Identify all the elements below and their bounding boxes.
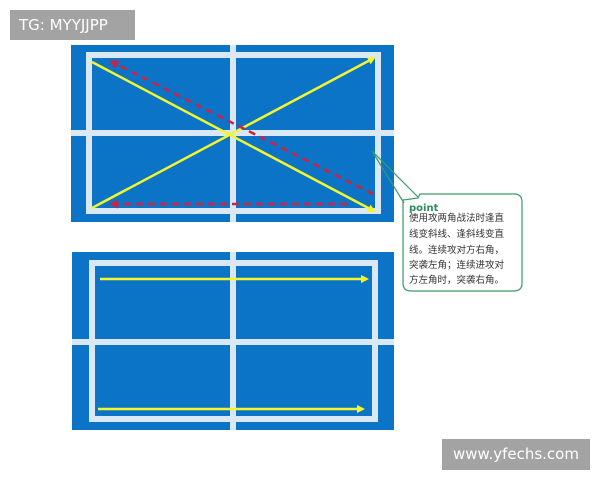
callout-line-5: 方左角时，突袭右角。 bbox=[409, 274, 504, 286]
watermark-top-left: TG: MYYJJPP bbox=[10, 10, 135, 40]
watermark-bottom-right: www.yfechs.com bbox=[442, 439, 590, 470]
callout-line-3: 线。连续攻对方右角， bbox=[409, 244, 504, 256]
callout-line-1: 使用攻两角战法时逢直 bbox=[409, 212, 505, 224]
callout-title: point bbox=[409, 203, 439, 214]
court-top bbox=[71, 45, 394, 222]
attack-diagonal-arrow-2 bbox=[91, 56, 376, 210]
callout-box bbox=[402, 193, 523, 292]
callout-pointer bbox=[371, 150, 419, 204]
counter-diagonal-arrow bbox=[109, 60, 374, 196]
callout-line-2: 线变斜线、逢斜线变直 bbox=[409, 228, 505, 240]
callout: point 使用攻两角战法时逢直 线变斜线、逢斜线变直 线。连续攻对方右角， 突… bbox=[371, 150, 523, 292]
callout-line-4: 突袭左角；连续进攻对 bbox=[409, 259, 505, 271]
attack-diagonal-arrow-1 bbox=[91, 60, 376, 213]
court-bottom bbox=[72, 252, 394, 430]
